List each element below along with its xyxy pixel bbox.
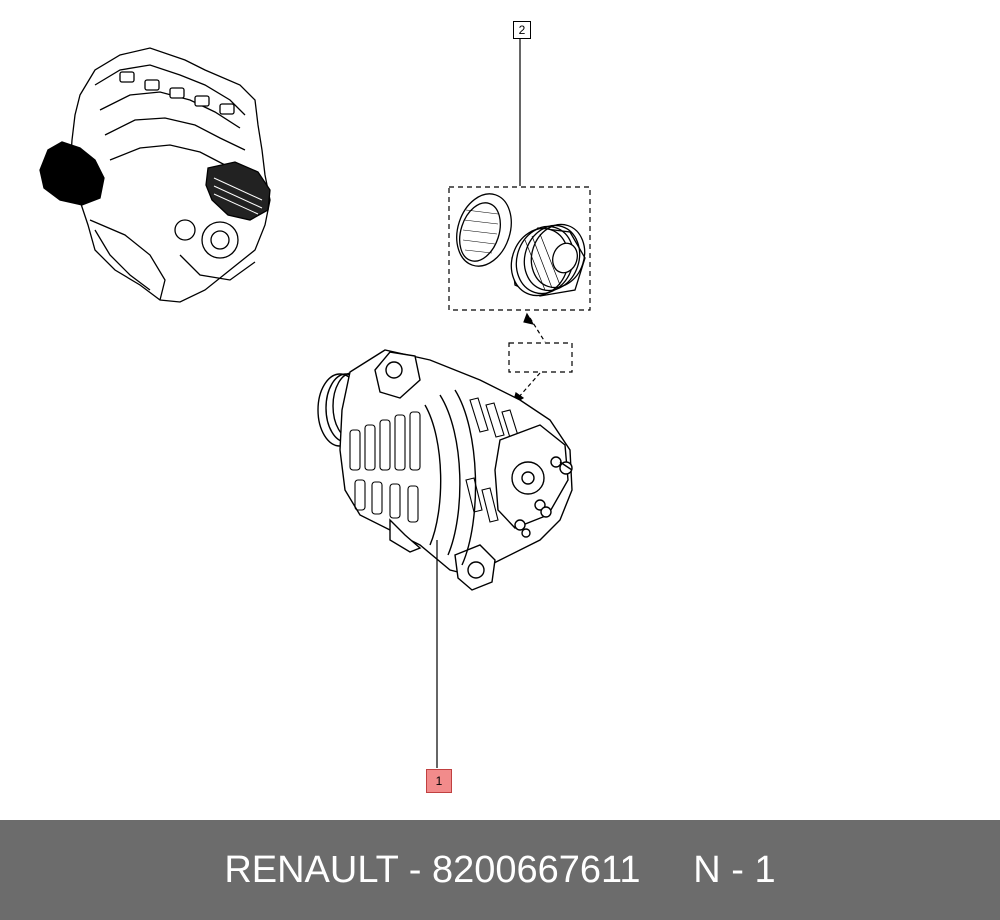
diagram-drawing bbox=[39, 38, 591, 768]
brand-name: RENAULT bbox=[224, 848, 399, 891]
pulley-cap bbox=[456, 193, 512, 267]
spacer bbox=[641, 849, 694, 891]
engine-illustration bbox=[39, 47, 271, 303]
callout-1[interactable]: 1 bbox=[426, 769, 452, 793]
part-number: 8200667611 bbox=[431, 848, 641, 891]
parts-diagram: 2 1 bbox=[39, 21, 591, 793]
callout-2[interactable]: 2 bbox=[513, 21, 531, 39]
alternator-pulley bbox=[510, 223, 586, 297]
separator: - bbox=[398, 848, 432, 891]
footer-caption: RENAULT - 8200667611 N - 1 bbox=[224, 849, 775, 892]
footer-bar: RENAULT - 8200667611 N - 1 bbox=[0, 820, 1000, 920]
alternator-illustration bbox=[317, 349, 573, 591]
assembly-arrows bbox=[508, 312, 573, 406]
pulley-kit-group bbox=[448, 186, 591, 311]
quantity-note: N - 1 bbox=[693, 848, 776, 891]
